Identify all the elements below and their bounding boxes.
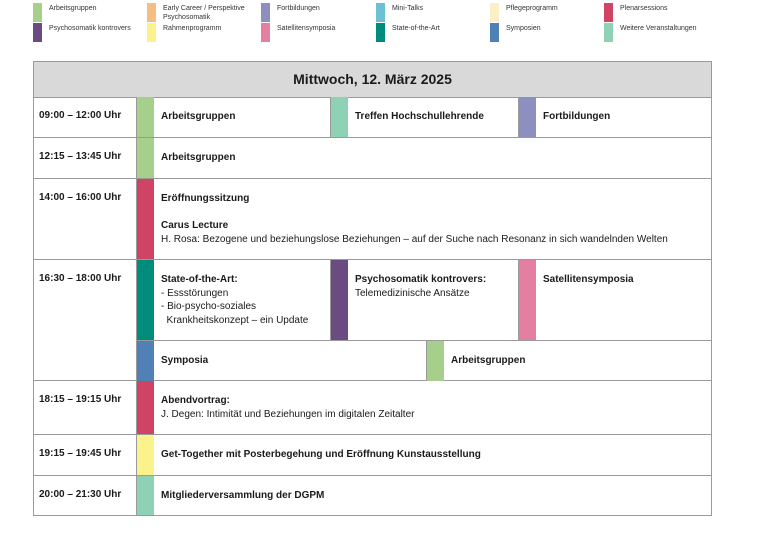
session-title: Eröffnungssitzung [161, 193, 250, 204]
category-bar [331, 97, 348, 137]
legend-label: Plenarsessions [620, 5, 668, 12]
session-title: Symposia [161, 355, 209, 366]
legend-label: Satellitensymposia [277, 25, 336, 32]
schedule-subrow: Symposia Arbeitsgruppen [136, 340, 711, 381]
session-line: - Essstörungen [161, 287, 229, 299]
session-content: Eröffnungssitzung Carus Lecture H. Rosa:… [161, 192, 668, 246]
time-label: 09:00 – 12:00 Uhr [39, 110, 122, 121]
session-cell: Fortbildungen [518, 97, 711, 137]
legend-swatch [261, 23, 270, 42]
legend-swatch [376, 3, 385, 22]
time-label: 14:00 – 16:00 Uhr [39, 192, 122, 203]
session-title: Psychosomatik kontrovers: [355, 274, 487, 285]
legend-swatch [261, 3, 270, 22]
legend-swatch [147, 23, 156, 42]
session-cell: Satellitensymposia [518, 260, 711, 340]
session-line: - Bio-psycho-soziales [161, 301, 257, 312]
legend-label: State-of-the-Art [392, 25, 440, 32]
session-cell: Arbeitsgruppen [426, 341, 711, 381]
category-bar [137, 97, 154, 137]
category-bar [137, 476, 154, 515]
session-cell: Eröffnungssitzung Carus Lecture H. Rosa:… [136, 179, 711, 259]
category-bar [137, 179, 154, 259]
category-bar [137, 381, 154, 434]
program-table: Mittwoch, 12. März 2025 09:00 – 12:00 Uh… [33, 61, 712, 516]
schedule-row: 12:15 – 13:45 Uhr Arbeitsgruppen [33, 138, 712, 179]
session-text: Telemedizinische Ansätze [355, 287, 470, 299]
legend-swatch [33, 23, 42, 42]
session-cell: Arbeitsgruppen [136, 97, 330, 137]
schedule-row: 20:00 – 21:30 Uhr Mitgliederversammlung … [33, 476, 712, 516]
session-title: Arbeitsgruppen [161, 111, 236, 122]
legend-swatch [33, 3, 42, 22]
session-cell: State-of-the-Art: - Essstörungen - Bio-p… [136, 260, 330, 340]
legend-label: Rahmenprogramm [163, 25, 222, 32]
session-cell: Get-Together mit Posterbegehung und Eröf… [136, 435, 711, 475]
session-subtitle: Carus Lecture [161, 220, 229, 231]
schedule-row: 14:00 – 16:00 Uhr Eröffnungssitzung Caru… [33, 179, 712, 260]
legend-label: Symposien [506, 25, 541, 32]
category-bar [137, 260, 154, 340]
legend-swatch [604, 3, 613, 22]
session-content: State-of-the-Art: - Essstörungen - Bio-p… [161, 273, 308, 327]
legend-swatch [490, 23, 499, 42]
session-title: Arbeitsgruppen [451, 355, 526, 366]
schedule-row: 19:15 – 19:45 Uhr Get-Together mit Poste… [33, 435, 712, 476]
day-header: Mittwoch, 12. März 2025 [33, 61, 712, 98]
legend: Arbeitsgruppen Early Career / Perspektiv… [33, 3, 733, 43]
session-line: Krankheitskonzept – ein Update [161, 314, 309, 326]
category-bar [331, 260, 348, 340]
session-title: State-of-the-Art: [161, 274, 238, 285]
session-title: Arbeitsgruppen [161, 152, 236, 163]
category-bar [137, 138, 154, 178]
session-cell: Symposia [136, 341, 427, 381]
time-label: 20:00 – 21:30 Uhr [39, 489, 122, 500]
schedule-row: 09:00 – 12:00 Uhr Arbeitsgruppen Treffen… [33, 97, 712, 138]
session-title: Abendvortrag: [161, 395, 230, 406]
legend-label: Arbeitsgruppen [49, 5, 97, 12]
session-cell: Mitgliederversammlung der DGPM [136, 476, 711, 515]
category-bar [519, 97, 536, 137]
time-label: 16:30 – 18:00 Uhr [39, 273, 122, 284]
legend-swatch [490, 3, 499, 22]
time-label: 18:15 – 19:15 Uhr [39, 394, 122, 405]
legend-label: Mini-Talks [392, 5, 424, 12]
session-cell: Arbeitsgruppen [136, 138, 711, 178]
legend-label: Pflegeprogramm [506, 5, 558, 12]
session-title: Satellitensymposia [543, 274, 634, 285]
session-text: J. Degen: Intimität und Beziehungen im d… [161, 408, 415, 420]
schedule-row: 16:30 – 18:00 Uhr State-of-the-Art: - Es… [33, 260, 712, 381]
category-bar [427, 341, 444, 381]
session-title: Mitgliederversammlung der DGPM [161, 490, 325, 501]
category-bar [137, 435, 154, 475]
session-title: Fortbildungen [543, 111, 611, 122]
session-title: Treffen Hochschullehrende [355, 111, 484, 122]
legend-swatch [376, 23, 385, 42]
session-cell: Treffen Hochschullehrende [330, 97, 519, 137]
legend-label: Psychosomatik kontrovers [49, 25, 131, 32]
session-content: Abendvortrag: J. Degen: Intimität und Be… [161, 394, 414, 421]
session-title: Get-Together mit Posterbegehung und Eröf… [161, 449, 481, 460]
legend-label: Early Career / Perspektive Psychosomatik [163, 5, 245, 21]
session-content: Psychosomatik kontrovers: Telemedizinisc… [355, 273, 486, 300]
category-bar [519, 260, 536, 340]
session-cell: Abendvortrag: J. Degen: Intimität und Be… [136, 381, 711, 434]
legend-label: Fortbildungen [277, 5, 320, 12]
time-label: 19:15 – 19:45 Uhr [39, 448, 122, 459]
legend-label: Weitere Veranstaltungen [620, 25, 697, 32]
schedule-row: 18:15 – 19:15 Uhr Abendvortrag: J. Degen… [33, 381, 712, 435]
session-text: H. Rosa: Bezogene und beziehungslose Bez… [161, 233, 668, 245]
category-bar [137, 341, 154, 381]
time-label: 12:15 – 13:45 Uhr [39, 151, 122, 162]
legend-swatch [147, 3, 156, 22]
legend-swatch [604, 23, 613, 42]
session-cell: Psychosomatik kontrovers: Telemedizinisc… [330, 260, 519, 340]
